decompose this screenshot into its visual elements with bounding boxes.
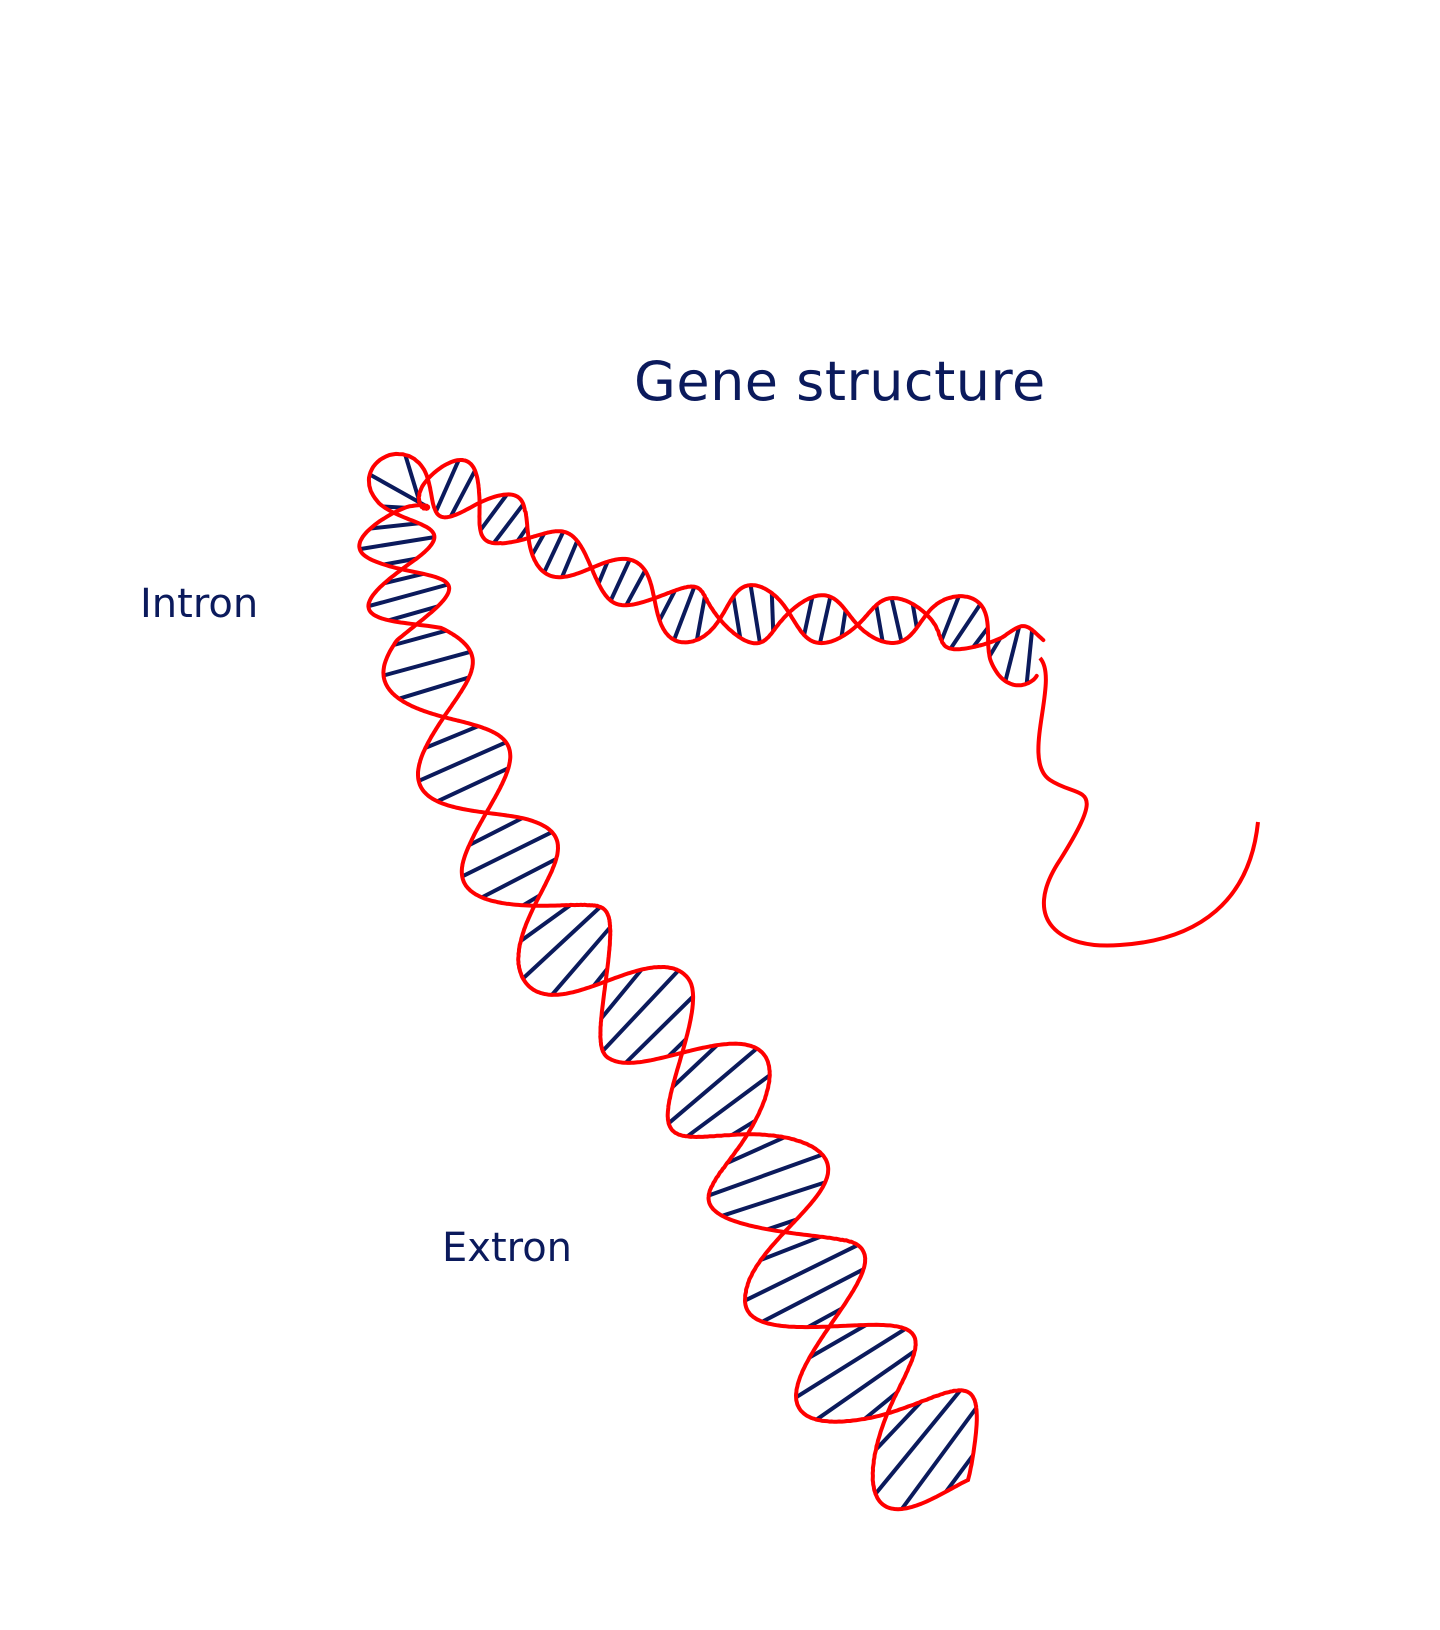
dna-strands: [357, 451, 1046, 1512]
base-pair-rung: [808, 1323, 867, 1360]
base-pair-rung: [417, 740, 507, 783]
base-pair-rung: [667, 1037, 688, 1058]
base-pair-rung: [461, 830, 553, 879]
base-pair-rung: [599, 968, 644, 1020]
base-pair-rung: [608, 558, 632, 602]
base-pair-rung: [672, 585, 697, 641]
exon-label: Extron: [442, 1225, 573, 1271]
base-pair-rung: [944, 1454, 975, 1493]
base-pair-rung: [721, 1180, 826, 1218]
base-pair-rung: [596, 561, 610, 585]
base-pair-rung: [889, 597, 904, 642]
base-pair-rung: [759, 1234, 822, 1262]
base-pair-rung: [398, 675, 470, 701]
base-pair-rung: [560, 540, 580, 578]
base-pair-rung: [478, 493, 509, 532]
base-pair-rung: [542, 530, 566, 574]
base-pair-rung: [383, 571, 424, 586]
intron-label: Intron: [140, 581, 259, 627]
base-pair-rung: [939, 595, 961, 641]
base-pair-rung: [550, 926, 612, 997]
base-pair-rung: [806, 1307, 843, 1329]
base-pair-rung: [686, 1073, 771, 1138]
base-pair-rung: [863, 1391, 899, 1421]
base-pair-rung: [694, 596, 707, 641]
base-pair-rung: [971, 626, 990, 649]
base-pair-rung: [815, 1349, 916, 1422]
base-pair-rung: [873, 1389, 962, 1496]
base-pair-rung: [731, 1119, 757, 1137]
single-strand-tail: [1036, 656, 1260, 948]
base-pair-rung: [434, 459, 461, 513]
base-pair-rung: [370, 521, 420, 531]
base-pair-rung: [383, 649, 472, 678]
diagram-title: Gene structure: [634, 350, 1046, 413]
base-pair-rung: [359, 535, 435, 552]
base-pair-rung: [874, 1399, 924, 1451]
base-pair-rung: [900, 1406, 978, 1511]
base-pair-rung: [436, 766, 510, 804]
base-pair-rung: [393, 628, 448, 647]
base-pair-rung: [530, 532, 546, 556]
base-pair-rung: [731, 596, 743, 639]
base-pair-rung: [383, 556, 417, 567]
base-pair-rung: [657, 589, 677, 622]
base-pair-rung: [449, 469, 477, 518]
base-pair-rung: [818, 596, 833, 644]
base-pair-rung: [367, 582, 449, 609]
base-pair-rung: [726, 1135, 785, 1165]
base-pair-rungs: [359, 454, 1035, 1511]
base-pair-rung: [480, 857, 558, 900]
base-pair-rung: [601, 969, 680, 1053]
base-pair-rung: [1024, 629, 1035, 684]
base-pair-rung: [492, 502, 525, 545]
base-pair-rung: [761, 1267, 865, 1324]
base-pair-rung: [624, 994, 695, 1065]
base-pair-rung: [468, 816, 524, 847]
base-pair-rung: [839, 609, 848, 638]
base-pair-rung: [910, 603, 919, 629]
base-pair-rung: [748, 584, 762, 644]
base-pair-rung: [708, 1152, 823, 1198]
base-pair-rung: [521, 905, 602, 980]
base-pair-rung: [769, 592, 776, 632]
base-pair-rung: [424, 724, 479, 750]
base-pair-rung: [388, 604, 439, 623]
base-pair-rung: [874, 604, 885, 642]
dna-strand-a: [357, 458, 1039, 1482]
base-pair-rung: [948, 603, 982, 650]
base-pair-rung: [671, 1043, 719, 1089]
base-pair-rung: [624, 569, 647, 607]
base-pair-rung: [987, 637, 1002, 658]
base-pair-rung: [795, 1327, 907, 1399]
base-pair-rung: [667, 1046, 759, 1125]
dna-strand-b: [366, 451, 1046, 1512]
base-pair-rung: [802, 596, 815, 636]
base-pair-rung: [519, 903, 572, 943]
base-pair-rung: [744, 1243, 859, 1303]
base-pair-rung: [1003, 626, 1022, 682]
base-pair-rung: [767, 1217, 797, 1232]
